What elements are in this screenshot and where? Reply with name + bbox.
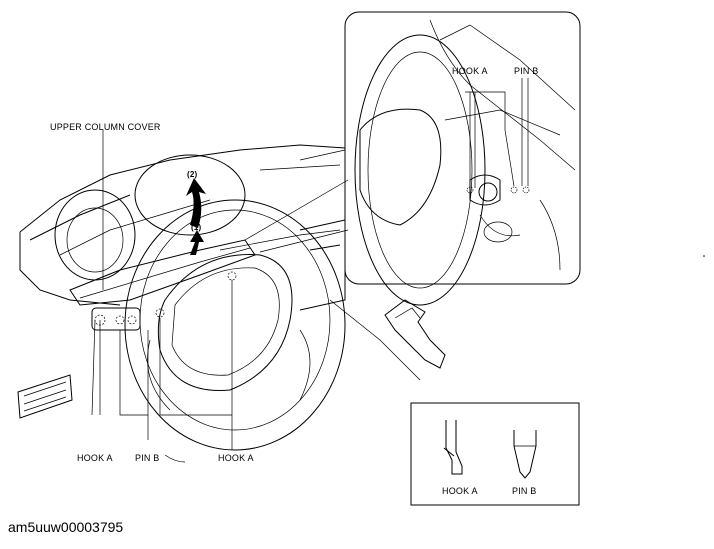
inset-magnified-view (344, 11, 581, 306)
upper-column-cover-label: UPPER COLUMN COVER (50, 122, 161, 132)
stray-mark (703, 255, 705, 257)
zoom-connector (244, 179, 349, 253)
inset-hook-a-label: HOOK A (452, 66, 488, 76)
legend-hook-a-label: HOOK A (442, 486, 478, 496)
dashboard-outline (19, 144, 421, 381)
leader-lines (91, 130, 233, 463)
hook-a-left-label: HOOK A (77, 453, 113, 463)
step-1-label: (1) (191, 223, 202, 232)
air-vent (17, 374, 73, 419)
legend-box (410, 402, 580, 506)
removal-arrow-1 (190, 230, 204, 255)
step-2-label: (2) (187, 170, 198, 179)
column-switch (91, 271, 237, 331)
legend-pin-b-label: PIN B (512, 486, 537, 496)
instrument-cluster (54, 154, 246, 281)
inset-pin-b-label: PIN B (514, 66, 539, 76)
clip-part-sketch (384, 299, 446, 369)
upper-column-cover (69, 239, 256, 306)
hook-a-right-label: HOOK A (218, 453, 254, 463)
removal-arrow-2 (186, 178, 206, 228)
figure-caption: am5uuw00003795 (8, 519, 124, 535)
steering-wheel (124, 199, 346, 451)
pin-b-label: PIN B (135, 453, 160, 463)
